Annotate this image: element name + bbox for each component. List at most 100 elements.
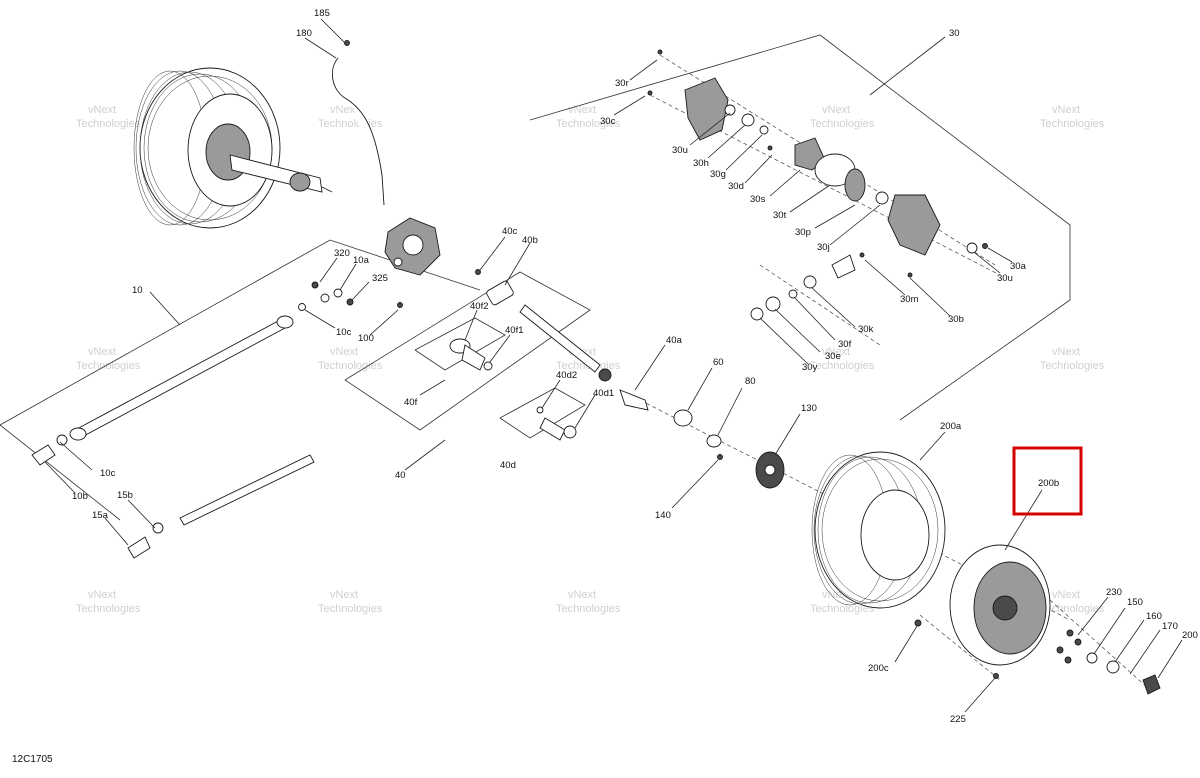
callout-30m: 30m [900,294,919,305]
callout-30e: 30e [825,351,841,362]
svg-text:vNext: vNext [88,346,116,358]
svg-text:Technologies: Technologies [810,603,875,615]
watermark: vNext Technologies [318,104,383,130]
cap-200 [1142,674,1161,695]
watermark: vNext Technologies [318,589,383,615]
callout-10: 10 [132,285,143,296]
watermark: vNext Technologies [1040,589,1105,615]
svg-text:Technologies: Technologies [556,118,621,130]
svg-text:vNext: vNext [330,589,358,601]
drawing-id: 12C1705 [12,754,53,765]
stud-225 [993,673,999,679]
callout-30a: 30a [1010,261,1027,272]
callout-30u-lower: 30u [997,273,1013,284]
callout-30b: 30b [948,314,964,325]
watermark: vNext Technologies [1040,346,1105,372]
stud-200c [914,619,922,627]
svg-text:Technologies: Technologies [76,603,141,615]
callout-225: 225 [950,714,966,725]
front-cv-boot [289,172,311,192]
callout-40f2: 40f2 [470,301,489,312]
svg-text:vNext: vNext [1052,104,1080,116]
svg-text:vNext: vNext [330,104,358,116]
callout-15b: 15b [117,490,133,501]
bearing-60 [673,409,693,427]
ring-gear-30p [844,168,866,202]
callout-40f: 40f [404,397,418,408]
callout-40b: 40b [522,235,538,246]
svg-text:vNext: vNext [88,589,116,601]
washer-150 [1086,652,1098,664]
watermark: vNext Technologies [318,346,383,372]
callout-30f: 30f [838,339,852,350]
callout-230: 230 [1106,587,1122,598]
yoke-15a [127,536,151,559]
callout-10a: 10a [353,255,370,266]
callout-180: 180 [296,28,312,39]
yoke-10b [31,444,56,466]
callout-30c: 30c [600,116,616,127]
differential-internals [647,49,988,321]
breather-hose [331,57,385,206]
callout-200: 200 [1182,630,1198,641]
svg-text:Technologies: Technologies [318,603,383,615]
svg-text:vNext: vNext [1052,589,1080,601]
callout-40: 40 [395,470,406,481]
callout-30t: 30t [773,210,787,221]
callout-40d1: 40d1 [593,388,614,399]
callout-40d2: 40d2 [556,370,577,381]
axle-nut-40b [486,280,514,306]
frame-group-10-side [0,424,121,521]
callout-200b: 200b [1038,478,1059,489]
callout-320: 320 [334,248,350,259]
axis-line-stud [919,614,1001,681]
callout-30u-upper: 30u [672,145,688,156]
callout-15a: 15a [92,510,109,521]
callout-200a: 200a [940,421,962,432]
svg-text:Technologies: Technologies [318,360,383,372]
axis-line-pinion [759,264,881,346]
svg-text:Technologies: Technologies [76,360,141,372]
fasteners-10a [298,281,403,311]
front-differential [384,217,441,276]
callout-30g: 30g [710,169,726,180]
svg-text:vNext: vNext [822,346,850,358]
watermark: vNext Technologies [76,346,141,372]
svg-text:vNext: vNext [88,104,116,116]
highlighted-callout-box[interactable] [1012,446,1083,516]
watermark: vNext Technologies [810,589,875,615]
svg-text:vNext: vNext [568,589,596,601]
cover-30c [684,77,729,141]
svg-text:Technologies: Technologies [76,118,141,130]
callout-30d: 30d [728,181,744,192]
rear-tire [811,451,946,609]
watermarks: vNext Technologies vNext Technologies vN… [76,104,1105,615]
prop-shaft-tube [74,319,286,439]
watermark: vNext Technologies [810,346,875,372]
callout-30h: 30h [693,158,709,169]
pin-140 [717,454,723,460]
svg-text:Technologies: Technologies [1040,118,1105,130]
bearing-and-seal [673,409,723,460]
clamp-185 [344,40,350,46]
callout-60: 60 [713,357,724,368]
callout-200c: 200c [868,663,889,674]
group-frames [0,34,1071,521]
watermark: vNext Technologies [76,589,141,615]
rear-rim [949,544,1051,666]
callout-325: 325 [372,273,388,284]
svg-text:Technologies: Technologies [318,118,383,130]
callout-30j: 30j [817,242,830,253]
watermark: vNext Technologies [76,104,141,130]
frame-group-40f [414,317,506,371]
callout-140: 140 [655,510,671,521]
breather-tube [331,40,385,206]
rear-axle-parts [449,269,649,441]
svg-text:Technologies: Technologies [1040,360,1105,372]
callout-100: 100 [358,333,374,344]
oring-80 [706,434,722,448]
axle-40a [619,389,649,411]
axle-shaft-40 [519,304,601,373]
callout-40f1: 40f1 [505,325,524,336]
